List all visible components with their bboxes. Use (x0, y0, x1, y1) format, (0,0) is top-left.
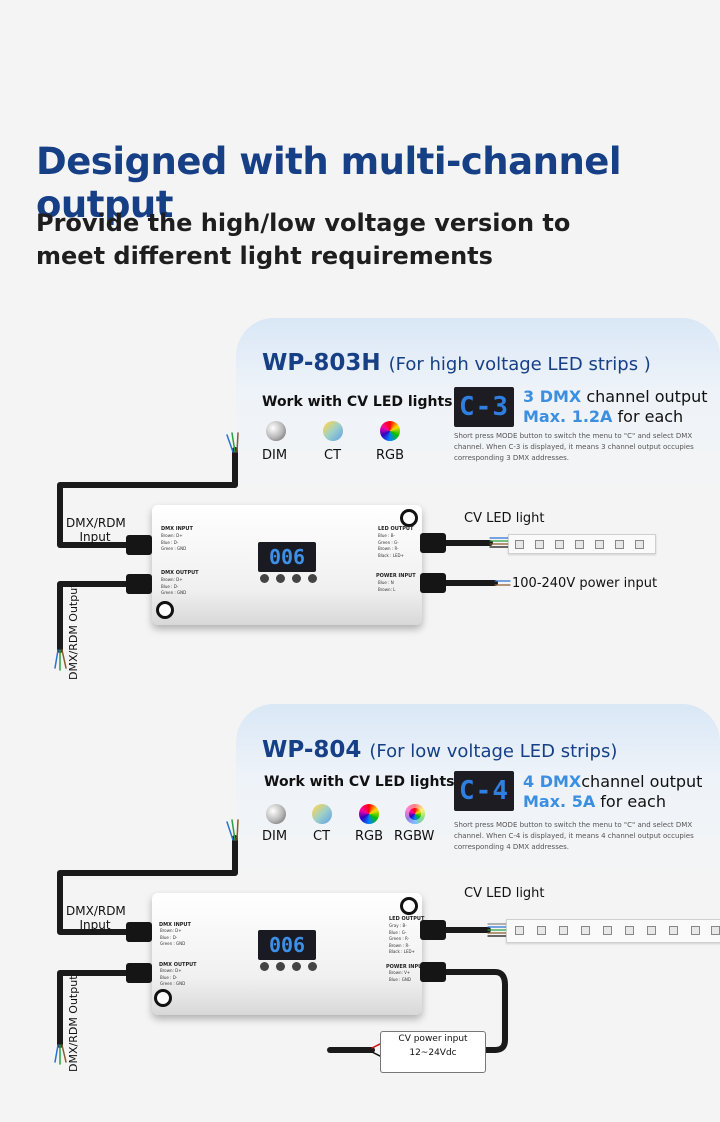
mounting-hole (400, 897, 418, 915)
mode-label-rgb: RGB (376, 448, 405, 463)
page-title: Designed with multi-channel output (36, 140, 622, 226)
dmx-input-caption: DMX/RDM Input (66, 516, 126, 544)
menu-description: Short press MODE button to switch the me… (454, 821, 694, 851)
power-input-connector (420, 573, 446, 593)
device-button[interactable] (292, 962, 301, 971)
dmx-input-pins: Brown: D+ Blue : D- Green : GND (161, 533, 187, 551)
power-input-label: POWER INPUT (386, 964, 426, 970)
led-output-label: LED OUTPUT (389, 916, 425, 922)
mode-label-rgb: RGB (355, 829, 384, 844)
psu-label: CV power input (398, 1034, 468, 1044)
dmx-input-label: DMX INPUT (159, 922, 191, 928)
subtitle-line-1: Provide the high/low voltage version to (36, 209, 571, 237)
device-button[interactable] (308, 574, 317, 583)
controller-device-wp804: DMX INPUT Brown: D+ Blue : D- Green : GN… (152, 893, 426, 1015)
mode-label-ct: CT (324, 448, 342, 463)
mode-label-rgbw: RGBW (394, 829, 435, 844)
menu-display: C-3 (454, 387, 514, 427)
work-with-label: Work with CV LED lights (264, 774, 455, 790)
psu-voltage: 12~24Vdc (409, 1048, 457, 1058)
dmx-output-caption: DMX/RDM Output (67, 583, 80, 680)
rgb-swatch-icon (359, 804, 379, 824)
menu-description: Short press MODE button to switch the me… (454, 432, 694, 462)
led-strip (508, 534, 656, 554)
cv-led-caption: CV LED light (464, 511, 545, 526)
for-each-text: for each (600, 792, 666, 811)
max-current-line: Max. 5A for each (523, 792, 666, 811)
dim-swatch-icon (266, 421, 286, 441)
channel-text: channel output (586, 387, 708, 406)
mounting-hole (154, 989, 172, 1007)
led-output-pins: Gray : B- Blue : G- Green : R- Brown : R… (389, 923, 415, 954)
led-strip (506, 919, 720, 943)
dmx-output-connector (126, 574, 152, 594)
dmx-output-label: DMX OUTPUT (159, 962, 197, 968)
power-caption: 100-240V power input (512, 576, 658, 591)
controller-device-wp803h: DMX INPUT Brown: D+ Blue : D- Green : GN… (152, 505, 422, 625)
power-input-pins: Blue : N Brown: L (378, 580, 396, 592)
channel-output-line: 3 DMX channel output (523, 387, 708, 406)
device-button[interactable] (276, 962, 285, 971)
led-output-connector (420, 533, 446, 553)
model-name: WP-804 (262, 737, 362, 763)
mode-label-ct: CT (313, 829, 331, 844)
device-display: 006 (258, 542, 316, 572)
dmx-output-caption: DMX/RDM Output (67, 975, 80, 1072)
mounting-hole (400, 509, 418, 527)
power-input-connector (420, 962, 446, 982)
device-button[interactable] (276, 574, 285, 583)
ct-swatch-icon (323, 421, 343, 441)
subtitle-line-2: meet different light requirements (36, 242, 493, 270)
channel-count: 4 DMX (523, 772, 582, 791)
mode-label-dim: DIM (262, 829, 288, 844)
max-current: Max. 5A (523, 792, 596, 811)
model-title-wp803h: WP-803H (For high voltage LED strips ) (262, 350, 651, 376)
device-button[interactable] (260, 962, 269, 971)
cv-led-caption: CV LED light (464, 886, 545, 901)
model-note: (For high voltage LED strips ) (388, 354, 651, 375)
dmx-output-pins: Brown: D+ Blue : D- Green : GND (160, 968, 186, 986)
model-name: WP-803H (262, 350, 381, 376)
rgb-swatch-icon (380, 421, 400, 441)
dmx-input-label: DMX INPUT (161, 526, 193, 532)
led-output-connector (420, 920, 446, 940)
for-each-text: for each (617, 407, 684, 426)
model-title-wp804: WP-804 (For low voltage LED strips) (262, 737, 617, 763)
rgbw-swatch-icon (405, 804, 425, 824)
device-button[interactable] (260, 574, 269, 583)
dmx-input-pins: Brown: D+ Blue : D- Green : GND (160, 928, 186, 946)
dim-swatch-icon (266, 804, 286, 824)
device-display: 006 (258, 930, 316, 960)
max-current-line: Max. 1.2A for each (523, 407, 683, 426)
led-output-label: LED OUTPUT (378, 526, 414, 532)
channel-count: 3 DMX (523, 387, 582, 406)
work-with-label: Work with CV LED lights (262, 394, 453, 410)
menu-display: C-4 (454, 771, 514, 811)
power-input-pins: Brown: V+ Blue : GND (389, 970, 411, 982)
dmx-input-caption: DMX/RDM Input (66, 904, 126, 932)
max-current: Max. 1.2A (523, 407, 613, 426)
page-subtitle: Provide the high/low voltage version to … (36, 207, 570, 273)
power-input-label: POWER INPUT (376, 573, 416, 579)
device-button[interactable] (308, 962, 317, 971)
dmx-output-label: DMX OUTPUT (161, 570, 199, 576)
mode-label-dim: DIM (262, 448, 288, 463)
ct-swatch-icon (312, 804, 332, 824)
mounting-hole (156, 601, 174, 619)
dmx-input-connector (126, 535, 152, 555)
dmx-output-pins: Brown: D+ Blue : D- Green : GND (161, 577, 187, 595)
channel-text: channel output (581, 772, 703, 791)
device-button[interactable] (292, 574, 301, 583)
channel-output-line: 4 DMXchannel output (523, 772, 702, 791)
dmx-output-connector (126, 963, 152, 983)
power-supply-box: CV power input 12~24Vdc (380, 1031, 486, 1073)
model-note: (For low voltage LED strips) (369, 741, 618, 762)
led-output-pins: Blue : B- Green : G- Brown : R- Black : … (378, 533, 404, 558)
dmx-input-connector (126, 922, 152, 942)
